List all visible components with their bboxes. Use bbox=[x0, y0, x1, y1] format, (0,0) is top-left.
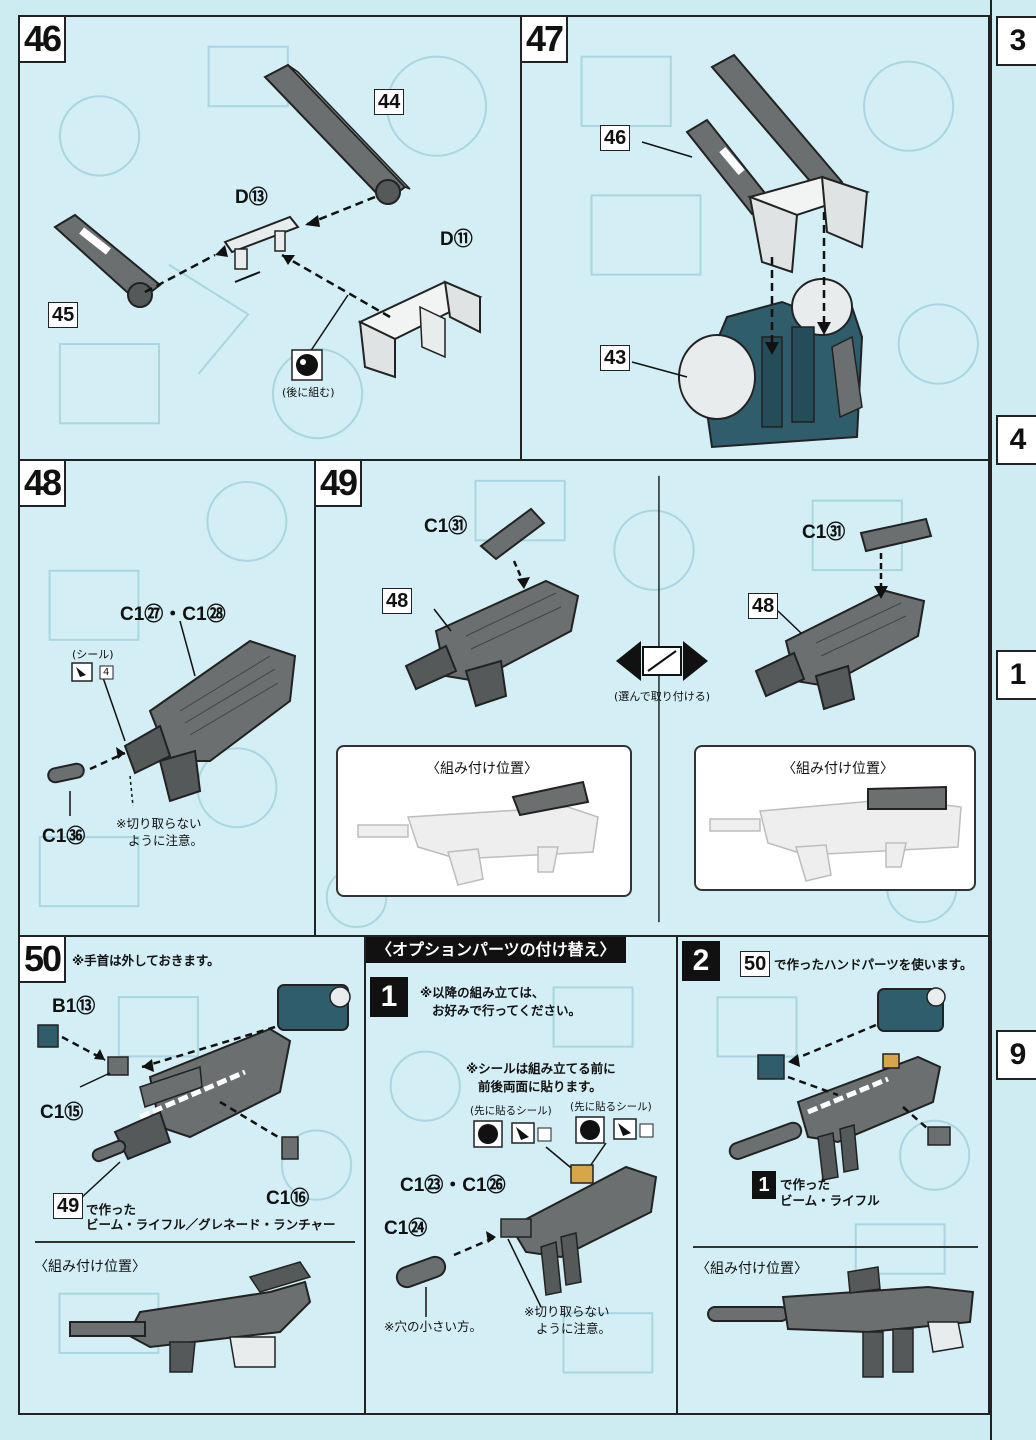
option-step-2-illustration bbox=[693, 987, 978, 1378]
option-step-1-panel: 〈オプションパーツの付け替え〉 1 ※以降の組み立ては、 お好みで行ってください… bbox=[364, 935, 678, 1415]
seal-label: (先に貼るシール) bbox=[470, 1105, 552, 1117]
caption: で作った bbox=[86, 1202, 137, 1217]
background-blueprint bbox=[389, 986, 654, 1374]
adjacent-step-number: 4 bbox=[996, 415, 1036, 465]
rifle-grenade bbox=[91, 1027, 292, 1163]
step-47-illustration bbox=[631, 53, 871, 449]
step-number: 50 bbox=[20, 937, 67, 983]
cut-note: ※切り取らない ように注意。 bbox=[524, 1304, 612, 1336]
ref-step-box: 1 bbox=[752, 1171, 776, 1199]
step-50-illustration bbox=[35, 984, 355, 1373]
position-rifle bbox=[69, 1261, 312, 1373]
option-step-1-illustration bbox=[395, 1116, 658, 1317]
caption: で作った bbox=[780, 1177, 831, 1192]
step-48-illustration bbox=[47, 620, 297, 816]
background-blueprint bbox=[716, 996, 971, 1275]
part-label: C1㊱ bbox=[42, 826, 86, 847]
part-label: C1㉓・C1㉖ bbox=[400, 1175, 506, 1196]
adjacent-step-number: 9 bbox=[996, 1030, 1036, 1080]
part-label: 49 bbox=[53, 1193, 84, 1219]
adjacent-page-strip bbox=[990, 0, 1036, 1440]
position-inset-right: 〈組み付け位置〉 bbox=[694, 745, 976, 891]
step-number: 1 bbox=[370, 977, 408, 1017]
part-c16 bbox=[281, 1136, 299, 1160]
step-number: 46 bbox=[20, 17, 67, 63]
option-step-2-panel: 2 50 で作ったハンドパーツを使います。 bbox=[676, 935, 990, 1415]
note-text: お好みで行ってください。 bbox=[432, 1003, 582, 1018]
seal-label: (シール) bbox=[72, 648, 114, 661]
rifle-beam bbox=[728, 1053, 942, 1181]
part-label: D⑬ bbox=[235, 187, 268, 208]
part-c15 bbox=[107, 1056, 129, 1076]
part-label: 44 bbox=[374, 89, 405, 115]
step-49-illustration bbox=[404, 507, 933, 711]
part-label: C1㉗・C1㉘ bbox=[120, 604, 226, 625]
part-label: C1㉛ bbox=[802, 522, 846, 543]
step-number: 47 bbox=[522, 17, 569, 63]
part-label: C1⑮ bbox=[40, 1102, 84, 1123]
step-number: 2 bbox=[682, 941, 720, 981]
part-label: C1㉛ bbox=[424, 516, 468, 537]
caption: ビーム・ライフル／グレネード・ランチャー bbox=[86, 1217, 336, 1232]
part-d13 bbox=[223, 215, 300, 270]
part-label: 48 bbox=[748, 593, 779, 619]
note-text: (後に組む) bbox=[282, 386, 335, 399]
step-48-panel: 48 C1㉗・C1㉘ (シール) 4 C1㊱ bbox=[18, 459, 316, 937]
step-49-panel: 49 bbox=[314, 459, 990, 937]
option-parts-title: 〈オプションパーツの付け替え〉 bbox=[366, 937, 626, 963]
part-label: 43 bbox=[600, 345, 631, 371]
part-44-barrel bbox=[263, 63, 411, 205]
choose-note: (選んで取り付ける) bbox=[614, 690, 711, 703]
cut-note: ※切り取らない ように注意。 bbox=[116, 816, 204, 848]
part-label: 46 bbox=[600, 125, 631, 151]
hand-part-teal bbox=[877, 987, 946, 1032]
step-47-panel: 47 bbox=[520, 15, 990, 461]
hole-note: ※穴の小さい方。 bbox=[384, 1319, 482, 1334]
part-label: C1㉔ bbox=[384, 1218, 428, 1239]
rifle-left bbox=[404, 507, 580, 708]
part-label: 50 bbox=[740, 951, 771, 977]
seal-icons bbox=[473, 1116, 654, 1148]
position-title: 〈組み付け位置〉 bbox=[34, 1259, 146, 1275]
position-inset-left: 〈組み付け位置〉 bbox=[336, 745, 632, 897]
seal-note: ※シールは組み立てる前に bbox=[466, 1061, 616, 1076]
step-number: 48 bbox=[20, 461, 67, 507]
caption: ビーム・ライフル bbox=[780, 1193, 880, 1208]
adjacent-step-number: 1 bbox=[996, 650, 1036, 700]
background-blueprint bbox=[58, 45, 488, 440]
inset-title: 〈組み付け位置〉 bbox=[426, 761, 538, 777]
choose-arrow-icon bbox=[616, 641, 708, 681]
seal-label: (先に貼るシール) bbox=[570, 1101, 652, 1113]
part-label: B1⑬ bbox=[52, 996, 96, 1017]
rifle-body bbox=[123, 639, 297, 803]
barrel-assembly bbox=[685, 53, 871, 274]
inset-title: 〈組み付け位置〉 bbox=[782, 761, 894, 777]
part-label: 48 bbox=[382, 588, 413, 614]
header-note: ※手首は外しておきます。 bbox=[72, 953, 220, 968]
part-label: C1⑯ bbox=[266, 1188, 310, 1209]
header-note: で作ったハンドパーツを使います。 bbox=[774, 957, 973, 972]
part-label: 45 bbox=[48, 302, 79, 328]
adjacent-step-number: 3 bbox=[996, 16, 1036, 66]
rifle-right bbox=[754, 517, 933, 711]
hand-part-teal bbox=[277, 984, 351, 1031]
wrist-b13 bbox=[37, 1024, 59, 1048]
step-46-illustration bbox=[53, 63, 483, 381]
note-text: ※以降の組み立ては、 bbox=[420, 985, 545, 1000]
rifle-option bbox=[500, 1164, 658, 1296]
part-43-torso bbox=[678, 278, 864, 449]
position-title: 〈組み付け位置〉 bbox=[696, 1261, 808, 1277]
step-number: 49 bbox=[316, 461, 363, 507]
small-hand-part bbox=[757, 1054, 785, 1080]
position-rifle bbox=[707, 1266, 975, 1378]
seal-note: 前後両面に貼ります。 bbox=[478, 1079, 602, 1094]
seal-number: 4 bbox=[103, 667, 110, 678]
part-label: D⑪ bbox=[440, 229, 473, 250]
step-50-panel: 50 ※手首は外しておきます。 bbox=[18, 935, 366, 1415]
part-d11 bbox=[357, 280, 483, 379]
part-45-grip bbox=[53, 213, 162, 308]
step-46-panel: 46 bbox=[18, 15, 522, 461]
